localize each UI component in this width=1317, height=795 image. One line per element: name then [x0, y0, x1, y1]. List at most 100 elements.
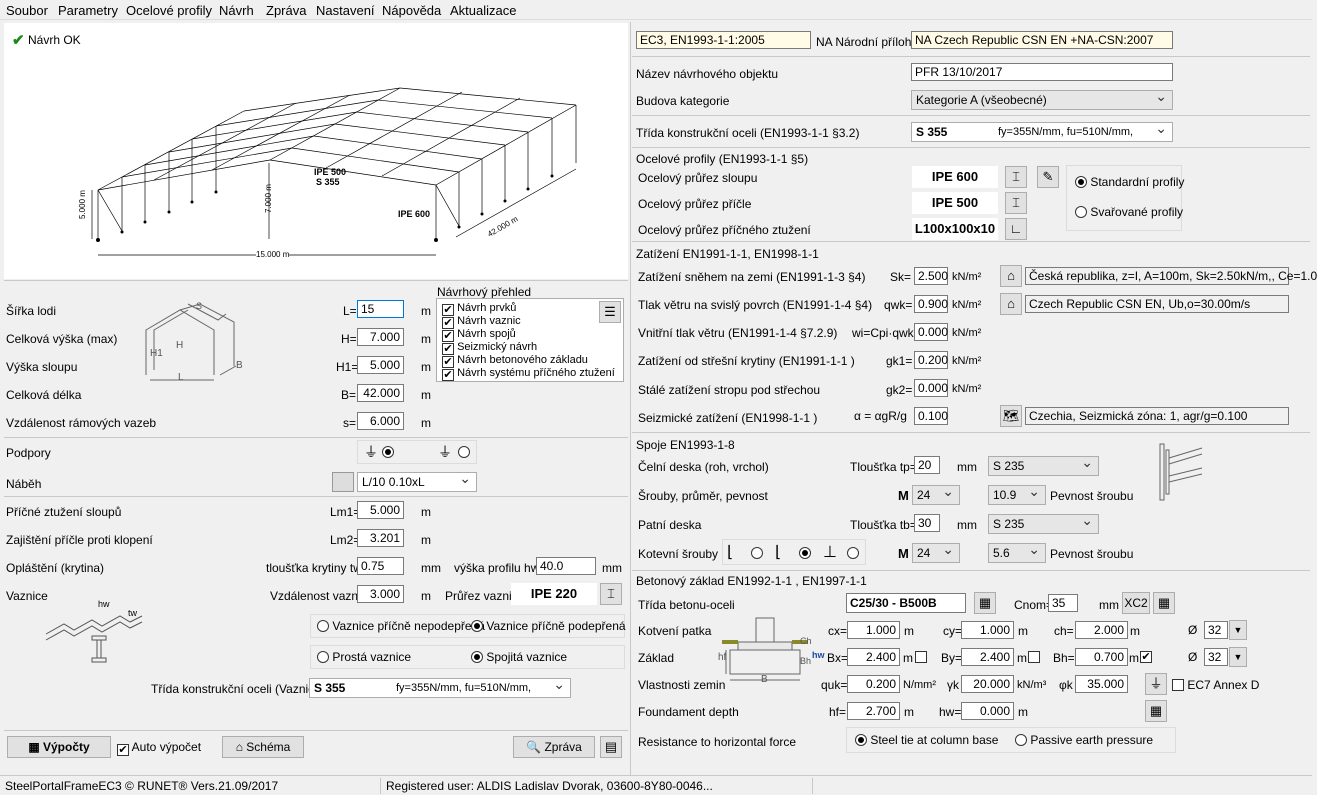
radio-spojita[interactable]: Spojitá vaznice [471, 650, 567, 664]
snih-input[interactable]: 2.500 [914, 267, 948, 285]
overview-item[interactable]: ✔ Seizmický návrh [442, 341, 537, 355]
bolt-diameter-select[interactable]: 24 [912, 482, 960, 505]
menu-nastaveni[interactable]: Nastavení [316, 3, 375, 18]
bx-input[interactable]: 2.400 [847, 648, 900, 666]
seismic-map-icon[interactable]: 🗺 [1000, 405, 1022, 427]
vypocty-button[interactable]: ▦ Výpočty [7, 736, 111, 758]
radio-svarovane[interactable]: Svařované profily [1075, 205, 1183, 219]
menu-zprava[interactable]: Zpráva [266, 3, 307, 18]
vitr-input[interactable]: 0.900 [914, 295, 948, 313]
snow-map-icon[interactable]: ⌂ [1000, 265, 1022, 287]
hf-input[interactable]: 2.700 [847, 702, 900, 720]
section-picker-icon[interactable]: ⌶ [600, 583, 622, 605]
tb-input[interactable]: 30 [914, 514, 940, 532]
rebar-phi1[interactable]: 32 [1204, 621, 1228, 639]
anchor-diameter-select[interactable]: 24 [912, 540, 960, 563]
chevron-down-icon[interactable]: ▼ [1229, 647, 1247, 667]
chevron-down-icon[interactable]: ▼ [1229, 620, 1247, 640]
schema-button[interactable]: ⌂ Schéma [222, 736, 304, 758]
rafter-section-icon[interactable]: ⌶ [1005, 192, 1027, 214]
column-section-icon[interactable]: ⌶ [1005, 166, 1027, 188]
budova-select[interactable]: Kategorie A (všeobecné) [911, 87, 1173, 110]
bh-input[interactable]: 0.700 [1075, 648, 1128, 666]
overview-item[interactable]: ✔ Návrh betonového základu [442, 354, 588, 368]
gk2-input[interactable]: 0.000 [914, 379, 948, 397]
support-fixed-radio[interactable] [458, 446, 470, 458]
menu-soubor[interactable]: Soubor [6, 3, 48, 18]
anchor-radio-2[interactable] [799, 547, 811, 559]
by-input[interactable]: 2.400 [961, 648, 1014, 666]
sirka-input[interactable]: 15 [357, 300, 404, 318]
vnitrni-input[interactable]: 0.000 [914, 323, 948, 341]
ch-input[interactable]: 2.000 [1075, 621, 1128, 639]
overview-item[interactable]: ✔ Návrh prvků [442, 302, 516, 316]
bh-checkbox[interactable]: ✔ [1140, 651, 1152, 663]
vzdalenost-vaznic-input[interactable]: 3.000 [357, 585, 404, 603]
cnom-input[interactable]: 35 [1048, 594, 1078, 612]
phi-k-input[interactable]: 35.000 [1075, 675, 1128, 693]
norm-field[interactable]: EC3, EN1993-1-1:2005 [636, 31, 811, 49]
overview-item[interactable]: ✔ Návrh systému příčného ztužení [442, 367, 615, 381]
vyska-input[interactable]: 7.000 [357, 328, 404, 346]
radio-nepodeprena[interactable]: Vaznice příčně nepodepřená [317, 619, 485, 633]
hw-input[interactable]: 0.000 [961, 702, 1014, 720]
seizmicke-input[interactable]: 0.100 [914, 407, 948, 425]
depth-settings-icon[interactable]: ▦ [1145, 700, 1167, 722]
support-pinned-radio[interactable] [382, 446, 394, 458]
unit-mm: mm [957, 518, 977, 532]
vyska-sloupu-input[interactable]: 5.000 [357, 356, 404, 374]
radio-podeprena[interactable]: Vaznice příčně podepřená [471, 619, 626, 633]
overview-item[interactable]: ✔ Návrh spojů [442, 328, 516, 342]
by-checkbox[interactable] [1028, 651, 1040, 663]
concrete-picker-icon[interactable]: ▦ [974, 592, 996, 614]
na-field[interactable]: NA Czech Republic CSN EN +NA-CSN:2007 [911, 31, 1173, 49]
overview-item[interactable]: ✔ Návrh vaznic [442, 315, 521, 329]
auto-vypocet-checkbox[interactable]: ✔ Auto výpočet [117, 740, 201, 756]
lm2-input[interactable]: 3.201 [357, 529, 404, 547]
beton-field[interactable]: C25/30 - B500B [846, 593, 966, 613]
nabeh-select[interactable]: L/10 0.10xL [357, 469, 477, 492]
cy-input[interactable]: 1.000 [961, 621, 1014, 639]
trida-vaznice-label: Třída konstrukční oceli (Vaznice) [151, 682, 325, 696]
export-icon[interactable]: ▤ [600, 736, 622, 758]
menu-aktualizace[interactable]: Aktualizace [450, 3, 517, 18]
gk1-input[interactable]: 0.200 [914, 351, 948, 369]
delka-input[interactable]: 42.000 [357, 384, 404, 402]
tw-input[interactable]: 0.75 [357, 557, 404, 575]
anchor-class-select[interactable]: 5.6 [988, 540, 1046, 563]
menu-parametry[interactable]: Parametry [58, 3, 118, 18]
radio-steel-tie[interactable]: Steel tie at column base [855, 733, 998, 747]
anchor-radio-1[interactable] [751, 547, 763, 559]
vzdalenost-input[interactable]: 6.000 [357, 412, 404, 430]
radio-passive[interactable]: Passive earth pressure [1015, 733, 1153, 747]
anchor-radio-3[interactable] [847, 547, 859, 559]
nazev-input[interactable]: PFR 13/10/2017 [911, 63, 1173, 81]
gamma-input[interactable]: 20.000 [961, 675, 1014, 693]
edit-section-icon[interactable]: ✎ [1037, 166, 1059, 188]
tp-input[interactable]: 20 [914, 456, 940, 474]
lm1-input[interactable]: 5.000 [357, 501, 404, 519]
menu-napoveda[interactable]: Nápověda [382, 3, 442, 18]
ec7-checkbox[interactable]: EC7 Annex D [1172, 678, 1259, 692]
exposure-class-button[interactable]: XC2 [1122, 592, 1150, 614]
bolt-class-select[interactable]: 10.9 [988, 482, 1046, 505]
rebar-phi2[interactable]: 32 [1204, 648, 1228, 666]
hw-input[interactable]: 40.0 [536, 557, 596, 575]
exposure-picker-icon[interactable]: ▦ [1153, 592, 1175, 614]
cx-input[interactable]: 1.000 [847, 621, 900, 639]
menu-navrh[interactable]: Návrh [219, 3, 254, 18]
menu-ocelove-profily[interactable]: Ocelové profily [126, 3, 212, 18]
zprava-button[interactable]: 🔍 Zpráva [513, 736, 595, 758]
list-icon[interactable]: ☰ [599, 301, 621, 323]
wind-map-icon[interactable]: ⌂ [1000, 293, 1022, 315]
tp-steel-select[interactable]: S 235 [988, 453, 1099, 476]
bx-checkbox[interactable] [915, 651, 927, 663]
angle-section-icon[interactable]: ∟ [1005, 218, 1027, 240]
soil-settings-icon[interactable]: ⏚ [1145, 673, 1167, 695]
radio-standard[interactable]: Standardní profily [1075, 175, 1184, 189]
radio-prosta[interactable]: Prostá vaznice [317, 650, 411, 664]
quk-input[interactable]: 0.200 [847, 675, 900, 693]
tb-steel-select[interactable]: S 235 [988, 511, 1099, 534]
